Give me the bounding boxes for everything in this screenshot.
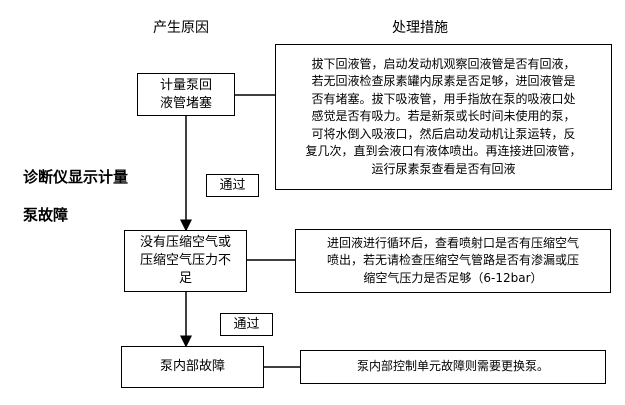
- cause-box-1: 计量泵回 液管堵塞: [137, 73, 235, 116]
- pass-label-1: 通过: [206, 174, 259, 197]
- header-cause: 产生原因: [153, 20, 209, 36]
- cause-box-2: 没有压缩空气或 压缩空气压力不 足: [124, 230, 247, 292]
- action-box-1: 拔下回液管，启动发动机观察回液管是否有回液， 若无回液检查尿素罐内尿素是否足够，…: [275, 44, 612, 190]
- header-action: 处理措施: [392, 20, 448, 36]
- pass-label-2: 通过: [220, 313, 273, 336]
- cause-box-3: 泵内部故障: [121, 346, 264, 388]
- action-box-3: 泵内部控制单元故障则需要更换泵。: [300, 350, 606, 384]
- action-box-2: 进回液进行循环后，查看喷射口是否有压缩空气 喷出，若无请检查压缩空气管路是否有渗…: [295, 229, 611, 293]
- side-label-line2: 泵故障: [23, 206, 69, 224]
- side-label-line1: 诊断仪显示计量: [23, 168, 129, 186]
